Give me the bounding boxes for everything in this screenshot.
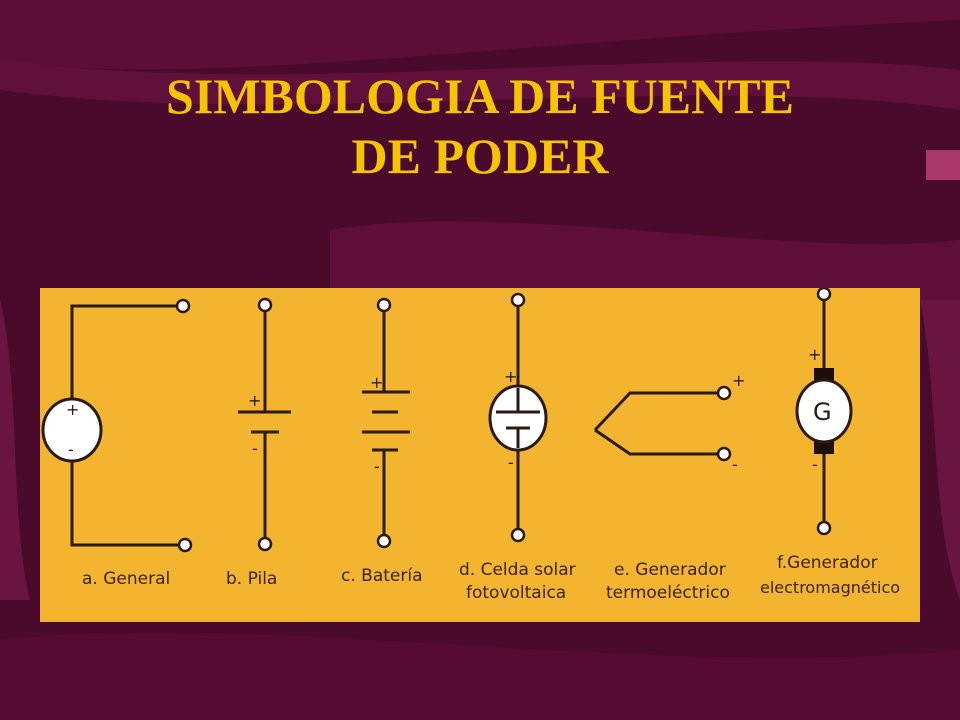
- symbol-generador-electromagnetico: G + - f.Generador electromagnético: [760, 288, 900, 597]
- termo-wire-lower: [594, 428, 722, 456]
- title-line-2: DE PODER: [351, 128, 609, 184]
- title-line-1: SIMBOLOGIA DE FUENTE: [166, 68, 794, 124]
- celda-minus-sign: -: [508, 453, 514, 472]
- electro-plus-sign: +: [808, 345, 821, 364]
- symbols-diagram: + - a. General + - b. Pila +: [41, 288, 900, 603]
- electro-terminal-top: [816, 288, 832, 302]
- general-source-circle: [41, 397, 103, 463]
- celda-caption-line-2: fotovoltaica: [466, 583, 566, 603]
- general-wire-top: [70, 304, 183, 405]
- pila-minus-sign: -: [252, 439, 258, 458]
- electro-terminal-bottom: [816, 520, 832, 536]
- general-minus-sign: -: [68, 440, 74, 459]
- general-terminal-top: [175, 298, 191, 314]
- symbol-generador-termoelectrico: + - e. Generador termoeléctrico: [593, 371, 745, 603]
- electro-circle: [795, 378, 853, 444]
- pila-caption: b. Pila: [226, 569, 277, 589]
- termo-caption-line-1: e. Generador: [614, 560, 726, 580]
- electro-caption-line-1: f.Generador: [777, 553, 878, 573]
- pila-terminal-bottom: [257, 536, 273, 552]
- symbol-celda-solar: + - d. Celda solar fotovoltaica: [459, 292, 576, 603]
- symbols-panel: + - a. General + - b. Pila +: [40, 288, 920, 622]
- symbol-pila: + - b. Pila: [226, 297, 291, 589]
- pila-terminal-top: [257, 297, 273, 313]
- general-wire-bottom: [70, 459, 185, 547]
- symbol-general: + - a. General: [41, 298, 193, 589]
- termo-wire-upper: [593, 391, 722, 432]
- celda-terminal-top: [510, 292, 526, 308]
- bateria-plus-sign: +: [370, 373, 383, 392]
- slide-title: SIMBOLOGIA DE FUENTE DE PODER: [0, 66, 960, 186]
- general-plus-sign: +: [66, 400, 79, 419]
- termo-plus-sign: +: [732, 371, 745, 390]
- general-caption: a. General: [82, 569, 170, 589]
- electro-caption-line-2: electromagnético: [760, 578, 900, 597]
- bateria-minus-sign: -: [374, 457, 380, 476]
- celda-terminal-bottom: [510, 527, 526, 543]
- termo-minus-sign: -: [732, 455, 738, 474]
- termo-terminal-bottom: [716, 446, 732, 462]
- bateria-caption: c. Batería: [341, 566, 423, 586]
- electro-brush-bottom: [814, 440, 834, 454]
- termo-caption-line-2: termoeléctrico: [606, 583, 730, 603]
- celda-caption-line-1: d. Celda solar: [459, 560, 576, 580]
- celda-plus-sign: +: [504, 367, 517, 386]
- bateria-terminal-top: [376, 297, 392, 313]
- symbol-bateria: + - c. Batería: [341, 297, 423, 586]
- general-terminal-bottom: [177, 537, 193, 553]
- bateria-terminal-bottom: [376, 533, 392, 549]
- celda-circle: [488, 384, 548, 452]
- electro-minus-sign: -: [812, 455, 818, 474]
- pila-plus-sign: +: [248, 391, 261, 410]
- electro-brush-top: [814, 368, 834, 382]
- electro-g-letter: G: [813, 398, 832, 426]
- termo-terminal-top: [716, 385, 732, 401]
